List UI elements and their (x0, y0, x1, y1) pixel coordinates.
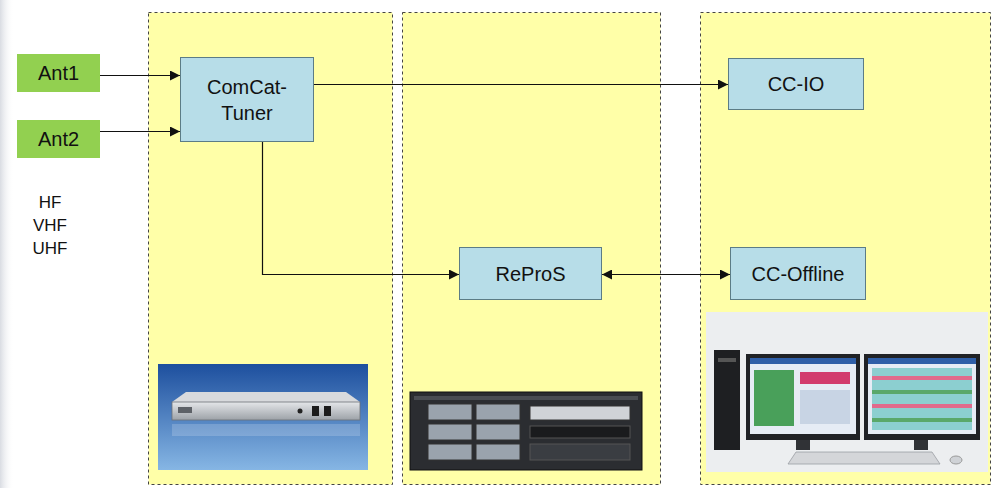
workstation-photo (706, 312, 988, 472)
signal-arrow (100, 75, 180, 76)
edge-shade (0, 0, 14, 488)
system-box: CC-IO (728, 58, 864, 110)
band-label: UHF (25, 239, 75, 259)
panel (403, 13, 661, 485)
signal-arrow (602, 274, 730, 275)
box-label: ComCat- Tuner (201, 74, 293, 126)
signal-arrow (100, 131, 180, 132)
signal-arrow (263, 142, 460, 275)
tuner-photo (158, 364, 368, 470)
panel (149, 13, 393, 485)
tuner-box: ComCat- Tuner (180, 57, 314, 142)
system-box: ReProS (459, 247, 602, 300)
box-label: Ant2 (38, 126, 79, 152)
system-box: CC-Offline (730, 247, 866, 300)
box-label: CC-IO (768, 71, 825, 97)
server-photo (410, 392, 642, 470)
panel (701, 13, 991, 485)
band-label: HF (25, 193, 75, 213)
band-label: VHF (25, 216, 75, 236)
antenna-box: Ant2 (17, 120, 100, 158)
box-label: ReProS (495, 261, 565, 287)
signal-arrow (314, 84, 728, 85)
box-label: CC-Offline (752, 261, 845, 287)
box-label: Ant1 (38, 60, 79, 86)
antenna-box: Ant1 (17, 54, 100, 92)
